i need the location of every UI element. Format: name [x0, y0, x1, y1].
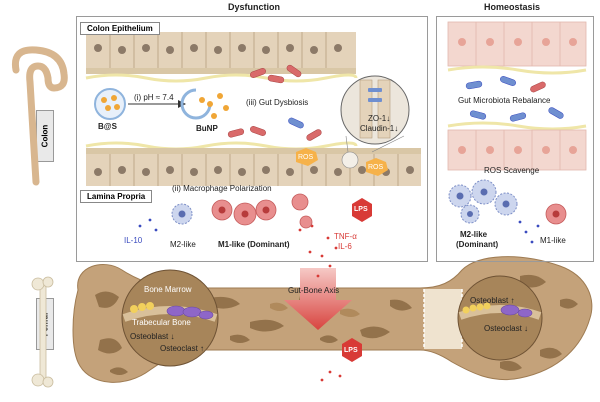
gut-bone-axis-label: Gut-Bone Axis [288, 286, 340, 295]
bone-marrow-circle [121, 269, 219, 367]
il10-dots-homeostasis [518, 220, 540, 244]
m1-like-label-homeostasis: M1-like [540, 236, 566, 245]
il10-label: IL-10 [124, 236, 143, 245]
healthy-epithelium-top [447, 21, 587, 75]
bunp-label: BuNP [196, 124, 218, 133]
il6-label: IL-6 [338, 242, 352, 251]
bacteria-blue [288, 117, 304, 129]
m2-macrophages-homeostasis [448, 179, 518, 224]
top-epithelium [85, 32, 358, 83]
claudin1-label: Claudin-1↓ [360, 124, 399, 133]
m2-like-label: M2-like [170, 240, 196, 249]
bottom-epithelium [85, 141, 421, 186]
bas-particle [94, 88, 126, 120]
osteoclast-up-label: Osteoclast ↑ [160, 344, 205, 353]
lps-on-bone [342, 338, 362, 362]
colon-icon [11, 46, 68, 186]
lps-hex-dysfunction [352, 198, 372, 222]
lps-label-panel: LPS [354, 206, 368, 213]
m1-nuclei [218, 206, 270, 218]
osteoclast-cells-left [166, 305, 214, 320]
femur-icon [31, 276, 54, 388]
osteoclast-down-label: Osteoclast ↓ [484, 324, 529, 333]
osteoblast-down-label: Osteoblast ↓ [130, 332, 175, 341]
osteoblast-up-label: Osteoblast ↑ [470, 296, 515, 305]
step-ii-label: (ii) Macrophage Polarization [172, 184, 272, 193]
gut-bone-axis-arrow [284, 268, 352, 330]
healthy-bone-circle [457, 275, 543, 361]
zo1-label: ZO-1↓ [368, 114, 391, 123]
microbiota-rebalance-label: Gut Microbiota Rebalance [458, 96, 551, 105]
m1-like-dominant-label: M1-like (Dominant) [218, 240, 290, 249]
ros-label-2: ROS [368, 164, 384, 171]
tight-junction-zoom [340, 75, 410, 169]
dysfunction-title: Dysfunction [228, 2, 281, 12]
ros-label-1: ROS [298, 154, 314, 161]
il10-dots [138, 218, 158, 232]
lamina-propria-tag: Lamina Propria [80, 190, 153, 203]
homeostasis-title: Homeostasis [484, 2, 541, 12]
ros-scavenge-label: ROS Scavenge [484, 166, 540, 175]
colon-epithelium-tag: Colon Epithelium [80, 22, 160, 35]
ros-bursts-dysfunction [296, 148, 388, 176]
healthy-bone-section [423, 289, 463, 349]
lps-dots [298, 224, 342, 382]
tnf-alpha-label: TNF-α [334, 232, 357, 241]
m1-macrophage-homeostasis [545, 203, 567, 225]
bunp-particle [180, 88, 229, 120]
bas-label: B@S [98, 122, 117, 131]
trabecular-bone-label: Trabecular Bone [132, 318, 191, 327]
step-i-label: (i) pH ≈ 7.4 [134, 93, 174, 102]
osteoblast-cells-left [130, 302, 154, 313]
step-iii-label: (iii) Gut Dysbiosis [246, 98, 309, 107]
homeostasis-panel [436, 16, 594, 262]
m2-macrophage-dysfunction [171, 203, 193, 225]
m2-like-dominant-label-1: M2-like [460, 230, 488, 239]
m2-like-dominant-label-2: (Dominant) [456, 240, 499, 249]
dysfunction-panel [76, 16, 428, 262]
healthy-bacteria [465, 76, 564, 122]
lps-label-bone: LPS [344, 347, 358, 354]
bone-marrow-label: Bone Marrow [144, 285, 192, 294]
bacteria-red [227, 64, 322, 141]
healthy-epithelium-bottom [447, 121, 587, 171]
